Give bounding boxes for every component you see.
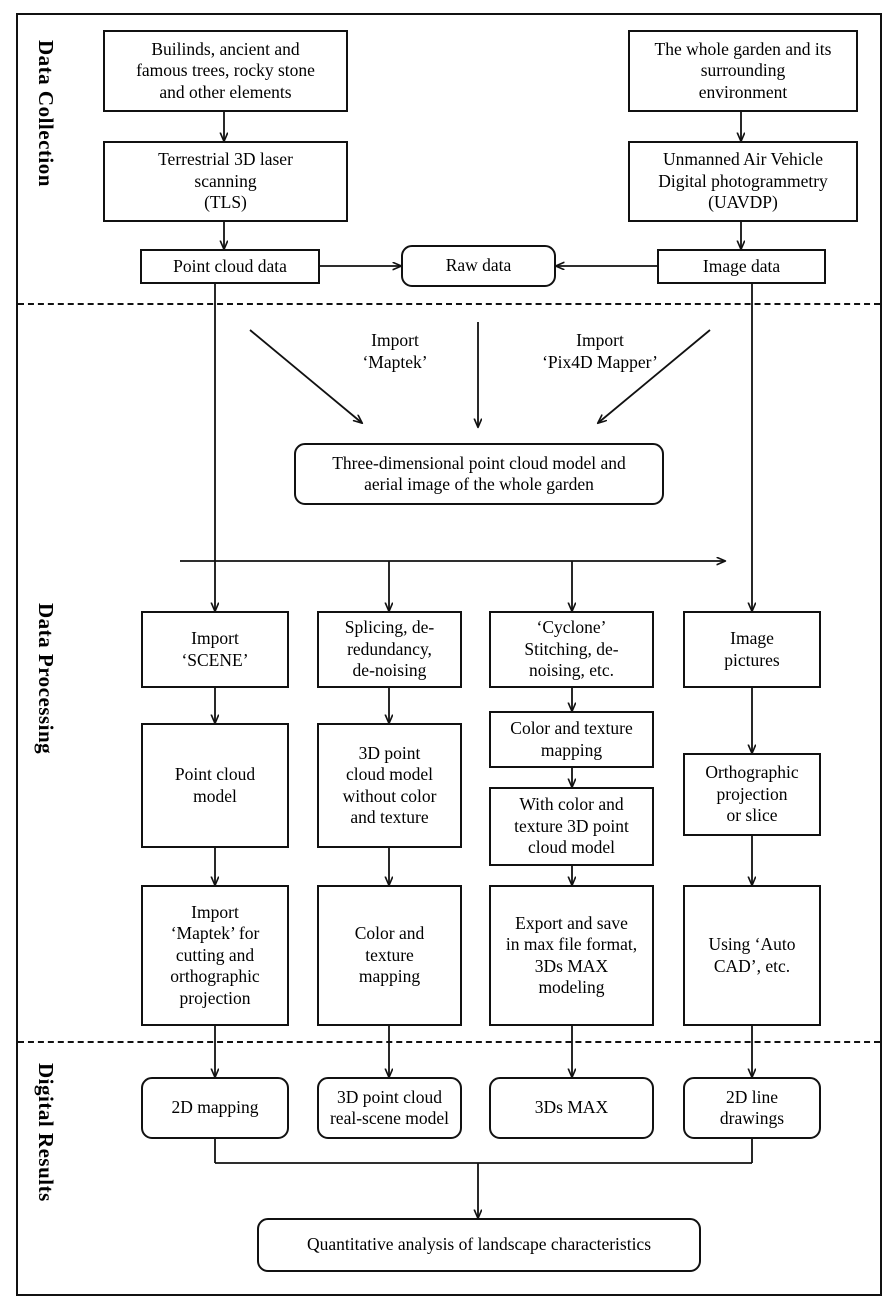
node-result-2d-line: 2D line drawings — [683, 1077, 821, 1139]
node-three-d-model-aerial: Three-dimensional point cloud model and … — [294, 443, 664, 505]
node-tls-label: Terrestrial 3D laser scanning (TLS) — [158, 149, 293, 213]
node-survey-objects-label: Builinds, ancient and famous trees, rock… — [136, 38, 315, 102]
node-tls: Terrestrial 3D laser scanning (TLS) — [103, 141, 348, 222]
node-whole-garden-label: The whole garden and its surrounding env… — [654, 38, 832, 102]
node-export-max-label: Export and save in max file format, 3Ds … — [505, 912, 638, 997]
node-point-cloud-data-label: Point cloud data — [173, 255, 287, 276]
node-color-texture-mapping-c2: Color and texture mapping — [317, 885, 462, 1026]
node-color-texture-mapping-c2-label: Color and texture mapping — [354, 923, 425, 987]
node-import-scene: Import ‘SCENE’ — [141, 611, 289, 688]
band-label-data-collection: Data Collection — [34, 40, 58, 187]
node-raw-data-label: Raw data — [445, 255, 512, 276]
node-point-cloud-model: Point cloud model — [141, 723, 289, 848]
edge-label-import-pix4d: Import ‘Pix4D Mapper’ — [542, 330, 658, 372]
node-result-3ds-max: 3Ds MAX — [489, 1077, 654, 1139]
node-import-maptek-cut: Import ‘Maptek’ for cutting and orthogra… — [141, 885, 289, 1026]
edge-label-import-maptek: Import ‘Maptek’ — [362, 330, 428, 372]
divider-processing-results — [18, 1041, 880, 1043]
node-result-3d-realscene: 3D point cloud real-scene model — [317, 1077, 462, 1139]
node-result-3d-realscene-label: 3D point cloud real-scene model — [329, 1086, 450, 1128]
node-whole-garden: The whole garden and its surrounding env… — [628, 30, 858, 112]
node-model-no-color: 3D point cloud model without color and t… — [317, 723, 462, 848]
node-result-2d-line-label: 2D line drawings — [719, 1086, 785, 1128]
node-color-texture-mapping-c3-label: Color and texture mapping — [510, 718, 633, 760]
node-image-data: Image data — [657, 249, 826, 284]
node-image-pictures-label: Image pictures — [724, 628, 780, 670]
node-three-d-model-aerial-label: Three-dimensional point cloud model and … — [332, 452, 626, 494]
node-model-no-color-label: 3D point cloud model without color and t… — [342, 742, 437, 827]
node-raw-data: Raw data — [401, 245, 556, 287]
divider-collection-processing — [18, 303, 880, 305]
node-splicing: Splicing, de- redundancy, de-noising — [317, 611, 462, 688]
band-label-digital-results: Digital Results — [34, 1063, 58, 1202]
node-uavdp: Unmanned Air Vehicle Digital photogramme… — [628, 141, 858, 222]
node-orthographic-projection-label: Orthographic projection or slice — [705, 762, 799, 826]
node-point-cloud-data: Point cloud data — [140, 249, 320, 284]
node-import-maptek-cut-label: Import ‘Maptek’ for cutting and orthogra… — [170, 902, 260, 1008]
node-import-scene-label: Import ‘SCENE’ — [181, 628, 249, 670]
node-survey-objects: Builinds, ancient and famous trees, rock… — [103, 30, 348, 112]
node-cyclone: ‘Cyclone’ Stitching, de- noising, etc. — [489, 611, 654, 688]
node-uavdp-label: Unmanned Air Vehicle Digital photogramme… — [658, 149, 828, 213]
node-autocad-label: Using ‘Auto CAD’, etc. — [708, 934, 796, 976]
node-final-analysis-label: Quantitative analysis of landscape chara… — [306, 1234, 652, 1255]
node-result-3ds-max-label: 3Ds MAX — [534, 1097, 609, 1118]
band-label-data-processing: Data Processing — [34, 603, 58, 755]
node-export-max: Export and save in max file format, 3Ds … — [489, 885, 654, 1026]
node-with-color-model: With color and texture 3D point cloud mo… — [489, 787, 654, 866]
node-result-2d-mapping: 2D mapping — [141, 1077, 289, 1139]
node-point-cloud-model-label: Point cloud model — [174, 764, 256, 806]
node-image-pictures: Image pictures — [683, 611, 821, 688]
node-cyclone-label: ‘Cyclone’ Stitching, de- noising, etc. — [524, 617, 619, 681]
node-splicing-label: Splicing, de- redundancy, de-noising — [344, 617, 435, 681]
node-image-data-label: Image data — [702, 255, 781, 276]
node-with-color-model-label: With color and texture 3D point cloud mo… — [514, 794, 629, 858]
node-result-2d-mapping-label: 2D mapping — [171, 1097, 259, 1118]
node-color-texture-mapping-c3: Color and texture mapping — [489, 711, 654, 768]
node-orthographic-projection: Orthographic projection or slice — [683, 753, 821, 836]
node-final-analysis: Quantitative analysis of landscape chara… — [257, 1218, 701, 1272]
node-autocad: Using ‘Auto CAD’, etc. — [683, 885, 821, 1026]
